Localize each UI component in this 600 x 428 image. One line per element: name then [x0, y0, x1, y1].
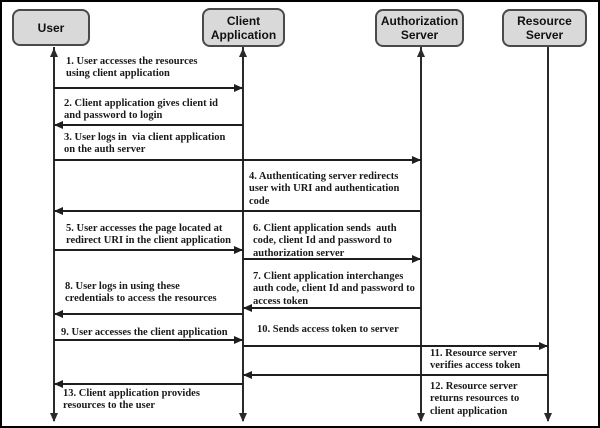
actor-label: Client	[226, 13, 261, 28]
message-text-line: on the auth server	[64, 144, 146, 156]
lifeline-up-arrowhead-icon	[50, 48, 58, 57]
message-arrowhead-icon	[412, 155, 421, 164]
message-label-10: 10. Sends access token to server	[257, 324, 399, 336]
lifeline-authorization-server	[420, 47, 422, 421]
message-text-line: 12. Resource server	[430, 381, 518, 392]
message-text-line: authorization server	[253, 247, 345, 259]
lifeline-client-application	[242, 47, 244, 421]
actor-label: User	[37, 20, 65, 35]
message-text-line: credentials to access the resources	[65, 293, 217, 305]
message-arrow-8	[54, 313, 243, 315]
message-text-line: using client application	[66, 68, 170, 80]
message-arrowhead-icon	[243, 303, 252, 312]
message-arrowhead-icon	[234, 335, 243, 344]
message-arrow-4	[54, 210, 421, 212]
lifeline-down-arrowhead-icon	[544, 413, 552, 422]
message-arrowhead-icon	[54, 309, 63, 318]
message-text-line: client application	[430, 405, 508, 417]
lifeline-down-arrowhead-icon	[50, 413, 58, 422]
message-arrowhead-icon	[54, 120, 63, 129]
message-arrow-2	[54, 124, 243, 126]
message-text-line: 9. User accesses the client application	[61, 327, 228, 338]
lifeline-down-arrowhead-icon	[417, 413, 425, 422]
actor-label: Server	[525, 28, 564, 42]
message-text-line: 4. Authenticating server redirects	[249, 171, 399, 182]
message-arrowhead-icon	[412, 254, 421, 263]
lifeline-up-arrowhead-icon	[239, 48, 247, 57]
actor-label: Application	[210, 27, 277, 42]
message-text-line: 11. Resource server	[430, 348, 517, 359]
message-text-line: resources to the user	[63, 400, 156, 412]
message-text-line: access token	[253, 295, 309, 307]
message-text-line: returns resources to	[430, 393, 520, 405]
message-arrow-9	[54, 339, 243, 341]
message-arrow-10	[243, 345, 548, 347]
message-arrow-11	[243, 374, 548, 376]
lifeline-user	[53, 47, 55, 421]
message-text-line: code	[249, 195, 270, 207]
message-text-line: 8. User logs in using these	[65, 281, 180, 292]
actor-label: Resource	[517, 14, 572, 28]
message-arrow-1	[54, 87, 243, 89]
message-arrowhead-icon	[539, 341, 548, 350]
message-arrow-3	[54, 159, 421, 161]
message-text-line: 5. User accesses the page located at	[66, 223, 223, 234]
message-text-line: 3. User logs in via client application	[64, 132, 226, 143]
message-text-line: and password to login	[64, 110, 163, 122]
lifeline-up-arrowhead-icon	[417, 48, 425, 57]
message-arrow-7	[243, 307, 421, 309]
actor-label: Server	[400, 28, 439, 42]
message-arrow-6	[243, 258, 421, 260]
message-text-line: 1. User accesses the resources	[66, 56, 198, 67]
message-arrowhead-icon	[54, 206, 63, 215]
actor-box-user: User	[12, 9, 90, 46]
message-arrowhead-icon	[234, 83, 243, 92]
message-text-line: verifies access token	[430, 360, 521, 372]
lifeline-resource-server	[547, 47, 549, 421]
message-text-line: 10. Sends access token to server	[257, 324, 399, 335]
message-text-line: user with URI and authentication	[249, 183, 400, 195]
message-text-line: 7. Client application interchanges	[253, 271, 404, 282]
message-arrow-5	[54, 249, 243, 251]
message-arrowhead-icon	[243, 370, 252, 379]
lifeline-down-arrowhead-icon	[239, 413, 247, 422]
message-arrow-13	[54, 383, 243, 385]
message-arrowhead-icon	[54, 379, 63, 388]
message-label-9: 9. User accesses the client application	[61, 327, 228, 339]
message-text-line: 13. Client application provides	[63, 388, 200, 399]
message-arrowhead-icon	[234, 245, 243, 254]
message-text-line: 6. Client application sends auth	[253, 223, 397, 234]
message-text-line: auth code, client Id and password to	[253, 283, 415, 295]
actor-label: Authorization	[380, 14, 459, 28]
message-text-line: code, client Id and password to	[253, 235, 392, 247]
message-text-line: redirect URI in the client application	[66, 235, 231, 247]
message-text-line: 2. Client application gives client id	[64, 98, 219, 109]
